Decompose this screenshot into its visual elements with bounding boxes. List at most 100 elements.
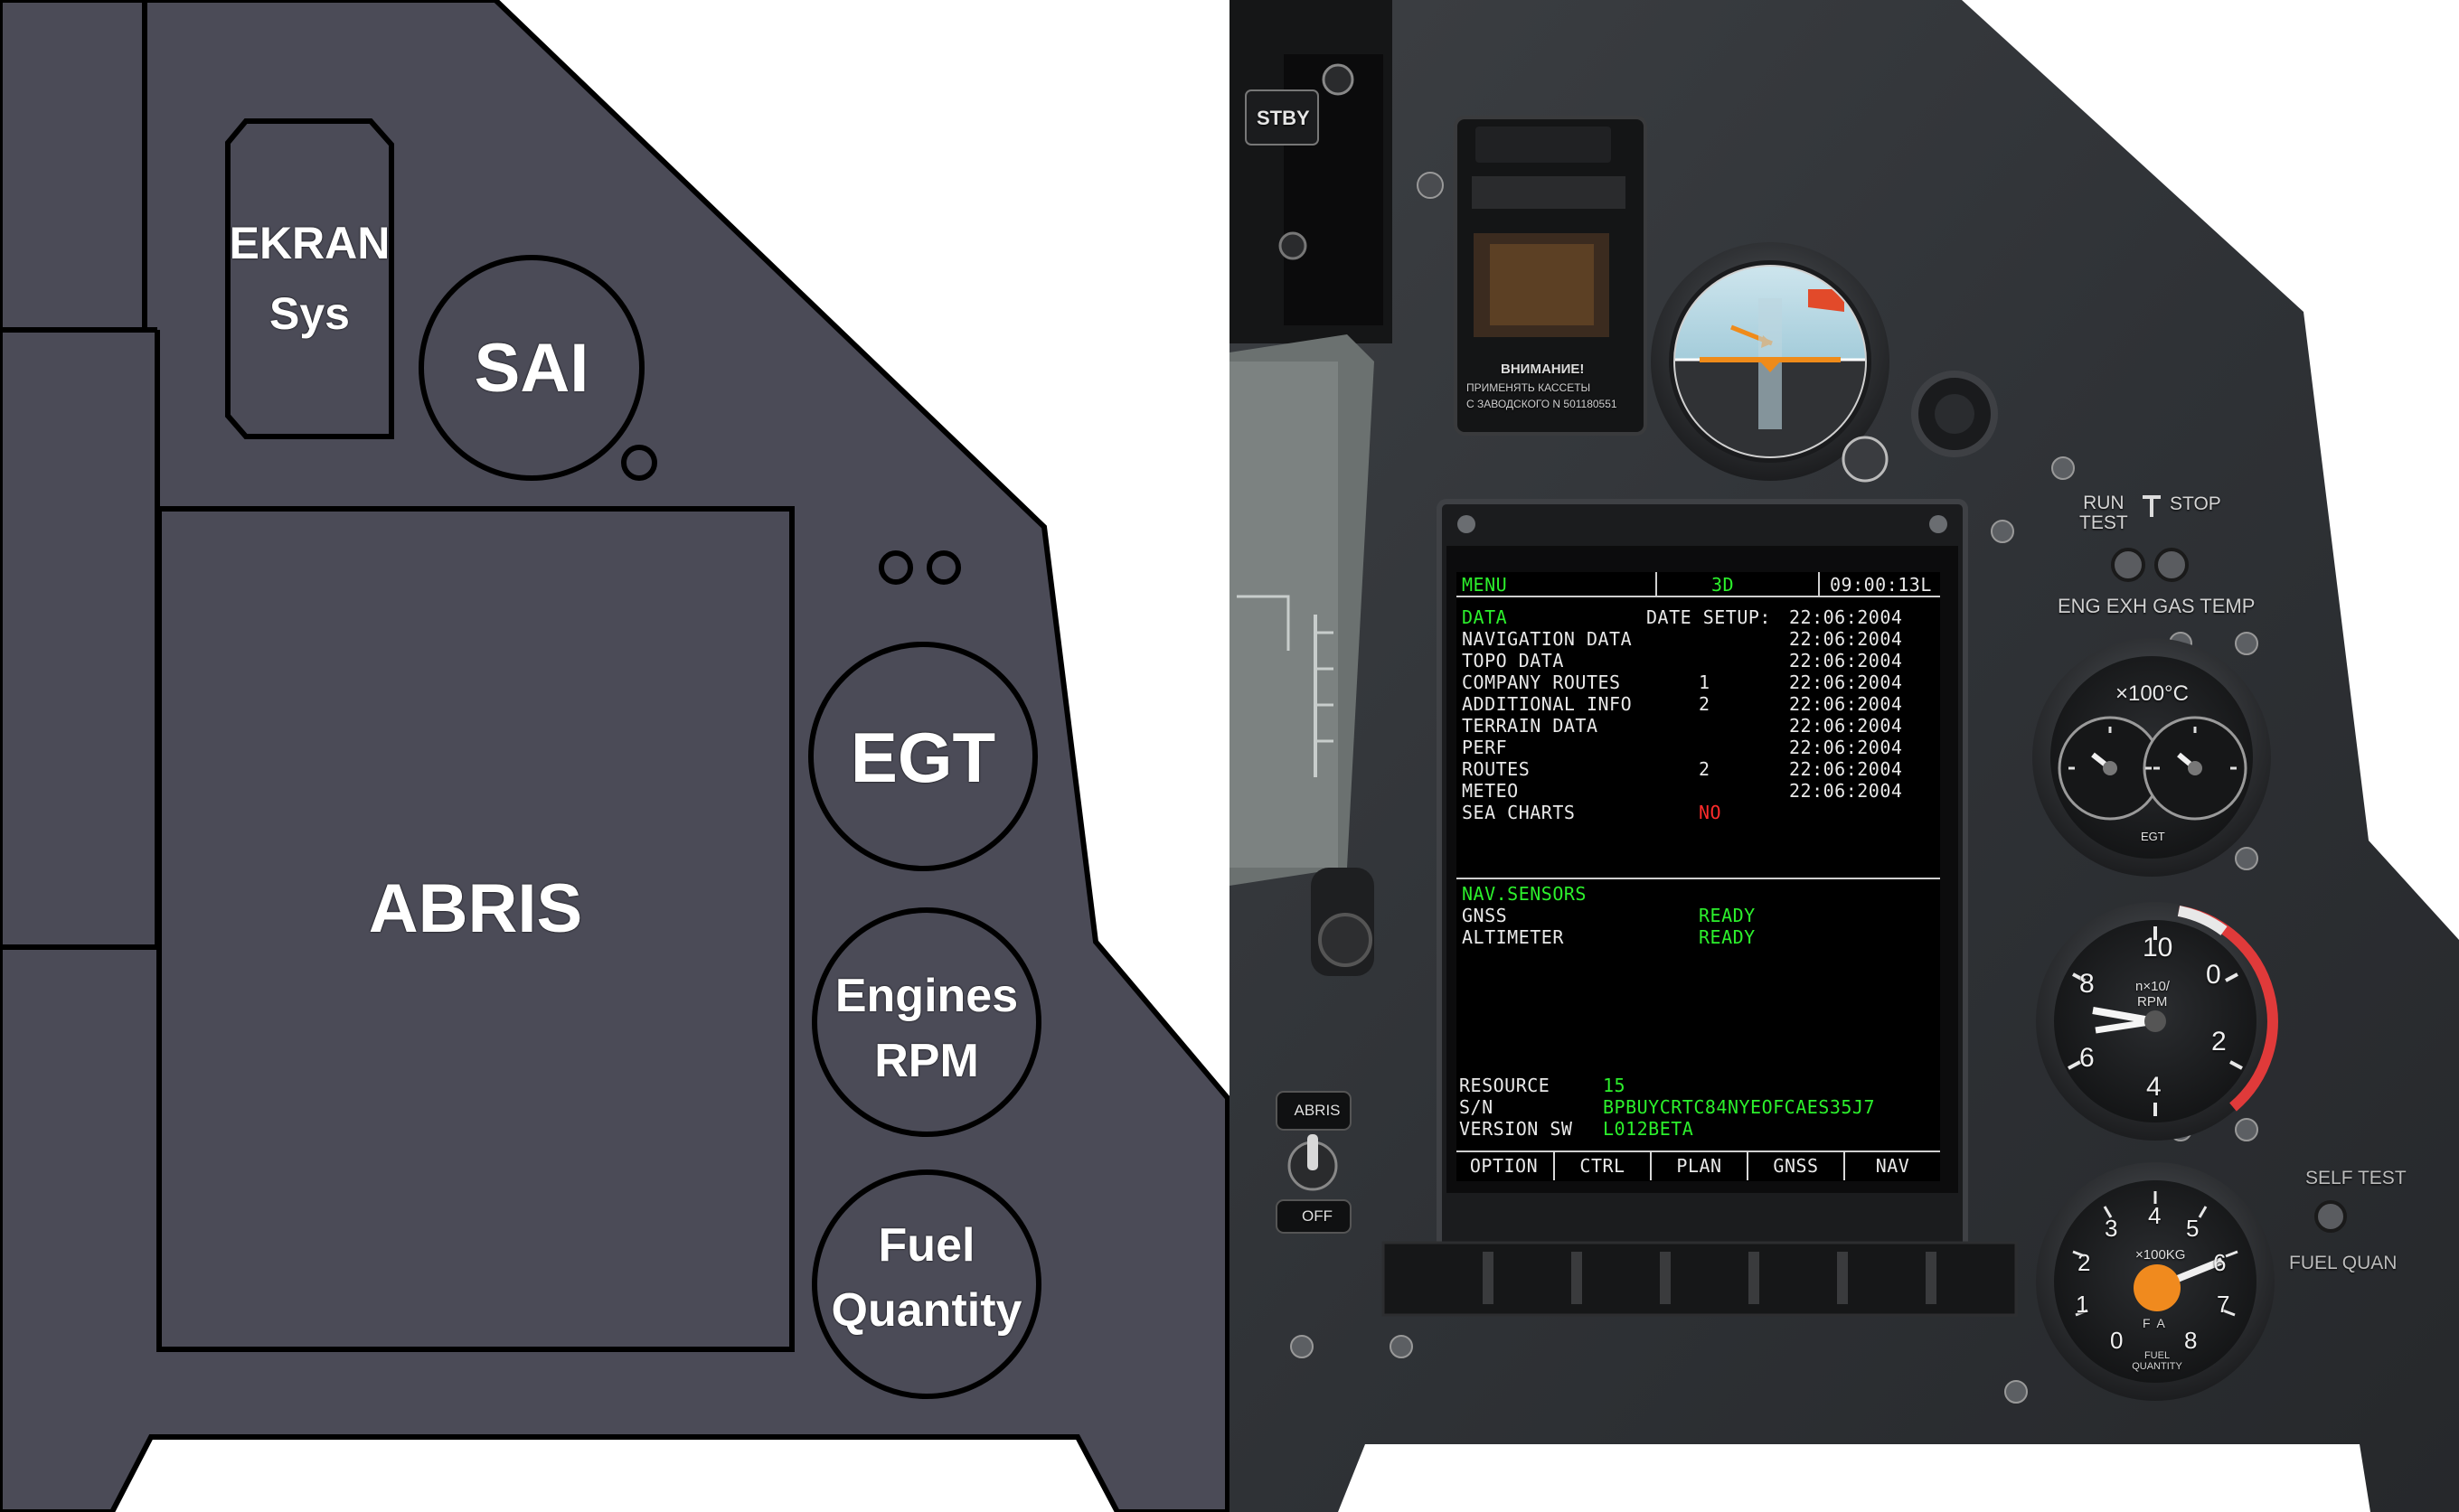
- screen-mid-line: [1456, 878, 1940, 879]
- data-title: DATA: [1462, 606, 1508, 628]
- data-row-date: 22:06:2004: [1789, 737, 1903, 758]
- screen-softkey-line: [1456, 1150, 1940, 1152]
- rpm-tick-8: 8: [2079, 969, 2095, 999]
- screen-menu[interactable]: MENU: [1462, 574, 1508, 596]
- ekran-sys-box[interactable]: [225, 118, 394, 439]
- sai-cage-knob[interactable]: [1842, 436, 1889, 483]
- warning-line2: С ЗАВОДСКОГО N 501180551: [1466, 398, 1617, 410]
- data-row-date: 22:06:2004: [1789, 780, 1903, 802]
- version-value: L012BETA: [1603, 1118, 1694, 1140]
- fuel-bottom-label: FUEL QUANTITY: [2132, 1350, 2182, 1372]
- softkey-ctrl[interactable]: CTRL: [1553, 1151, 1650, 1180]
- eng-exh-gas-temp-label: ENG EXH GAS TEMP: [2058, 595, 2256, 617]
- screen-mode: 3D: [1711, 574, 1735, 596]
- resource-value: 15: [1603, 1075, 1626, 1096]
- softkey-gnss[interactable]: GNSS: [1747, 1151, 1843, 1180]
- egt-label: EGT: [850, 718, 996, 797]
- fuel-tick-2: 2: [2077, 1249, 2091, 1276]
- rpm-unit-line1: n×10/: [2135, 979, 2170, 994]
- ekran-label-line2: Sys: [269, 288, 350, 339]
- resource-label: RESOURCE: [1459, 1075, 1550, 1096]
- engines-rpm-circle[interactable]: [812, 907, 1041, 1137]
- nav-sensors-title: NAV.SENSORS: [1462, 883, 1587, 905]
- fuel-fa-label: F A: [2143, 1316, 2165, 1330]
- fuel-tick-8: 8: [2184, 1327, 2198, 1354]
- fuel-selector-knob[interactable]: [2134, 1264, 2181, 1311]
- stop-button[interactable]: [2154, 548, 2189, 582]
- data-row-name: ADDITIONAL INFO: [1462, 693, 1633, 715]
- data-row-name: ROUTES: [1462, 758, 1531, 780]
- panel-diagram: [0, 0, 1230, 1512]
- nav-row-name: ALTIMETER: [1462, 926, 1564, 948]
- date-setup-value: 22:06:2004: [1789, 606, 1903, 628]
- engines-label-line1: Engines: [834, 970, 1019, 1022]
- fuel-tick-7: 7: [2217, 1291, 2230, 1318]
- off-label: OFF: [1302, 1207, 1333, 1225]
- abris-screen[interactable]: MENU 3D 09:00:13L DATA DATE SETUP: 22:06…: [1456, 572, 1940, 1181]
- softkey-option[interactable]: OPTION: [1469, 1155, 1539, 1177]
- fuel-quantity-circle[interactable]: [812, 1169, 1041, 1399]
- data-row-count: 2: [1699, 693, 1710, 715]
- fuel-tick-4: 4: [2148, 1202, 2162, 1229]
- nav-row-status: READY: [1699, 926, 1756, 948]
- data-row-date: 22:06:2004: [1789, 671, 1903, 693]
- screen-time: 09:00:13L: [1830, 574, 1932, 596]
- fuel-tick-3: 3: [2105, 1215, 2118, 1242]
- fuel-tick-1: 1: [2076, 1291, 2089, 1318]
- indicator-hole-left: [879, 550, 913, 585]
- engines-label-line2: RPM: [874, 1035, 979, 1087]
- data-row-name: COMPANY ROUTES: [1462, 671, 1621, 693]
- sai-knob[interactable]: [621, 445, 657, 481]
- rpm-tick-0: 0: [2206, 960, 2221, 990]
- fuel-unit-label: ×100KG: [2135, 1247, 2186, 1263]
- egt-scale-label: ×100°C: [2115, 681, 2189, 706]
- sn-value: BPBUYCRTC84NYEOFCAES35J7: [1603, 1096, 1875, 1118]
- date-setup-label: DATE SETUP:: [1646, 606, 1771, 628]
- data-row-date: 22:06:2004: [1789, 650, 1903, 671]
- run-test-button[interactable]: [2111, 548, 2145, 582]
- softkey-plan[interactable]: PLAN: [1650, 1151, 1747, 1180]
- self-test-label: SELF TEST: [2305, 1168, 2407, 1188]
- softkey-nav[interactable]: NAV: [1843, 1151, 1940, 1180]
- version-label: VERSION SW: [1459, 1118, 1573, 1140]
- sai-label: SAI: [474, 330, 589, 407]
- data-row-date: 22:06:2004: [1789, 628, 1903, 650]
- fuel-tick-6: 6: [2213, 1249, 2227, 1276]
- rpm-tick-6: 6: [2079, 1043, 2095, 1073]
- fuel-quan-label: FUEL QUAN: [2289, 1253, 2398, 1273]
- rpm-unit-line2: RPM: [2137, 994, 2168, 1010]
- egt-circle[interactable]: [808, 642, 1038, 871]
- rpm-tick-10: 10: [2143, 933, 2173, 963]
- fuel-tick-5: 5: [2186, 1215, 2200, 1242]
- data-row-name: TOPO DATA: [1462, 650, 1564, 671]
- fuel-tick-0: 0: [2110, 1327, 2124, 1354]
- warning-line1: ПРИМЕНЯТЬ КАССЕТЫ: [1466, 381, 1591, 394]
- egt-badge: EGT: [2141, 830, 2165, 843]
- data-row-date: 22:06:2004: [1789, 693, 1903, 715]
- data-row-date: 22:06:2004: [1789, 715, 1903, 737]
- data-row-date: 22:06:2004: [1789, 758, 1903, 780]
- run-test-label: RUN TEST: [2079, 493, 2128, 533]
- rpm-tick-4: 4: [2146, 1072, 2162, 1102]
- data-row-count: 2: [1699, 758, 1710, 780]
- sn-label: S/N: [1459, 1096, 1493, 1118]
- abris-label: ABRIS: [368, 870, 583, 947]
- fuel-label-line2: Quantity: [831, 1284, 1022, 1337]
- screen-header-line: [1456, 596, 1940, 597]
- data-row-name: PERF: [1462, 737, 1508, 758]
- data-row-name: METEO: [1462, 780, 1519, 802]
- rpm-tick-2: 2: [2211, 1027, 2227, 1057]
- data-row-name: SEA CHARTS: [1462, 802, 1576, 823]
- warning-title: ВНИМАНИЕ!: [1501, 362, 1585, 377]
- data-row-name: NAVIGATION DATA: [1462, 628, 1633, 650]
- abris-switch-label: ABRIS: [1294, 1102, 1341, 1119]
- abris-box[interactable]: [156, 506, 795, 1352]
- self-test-button[interactable]: [2314, 1200, 2347, 1233]
- abris-hardware-keys[interactable]: [1483, 1252, 1936, 1304]
- sai-circle[interactable]: [419, 255, 645, 481]
- nav-row-status: READY: [1699, 905, 1756, 926]
- data-row-count: NO: [1699, 802, 1722, 823]
- data-row-count: 1: [1699, 671, 1710, 693]
- ekran-label-line1: EKRAN: [229, 218, 391, 268]
